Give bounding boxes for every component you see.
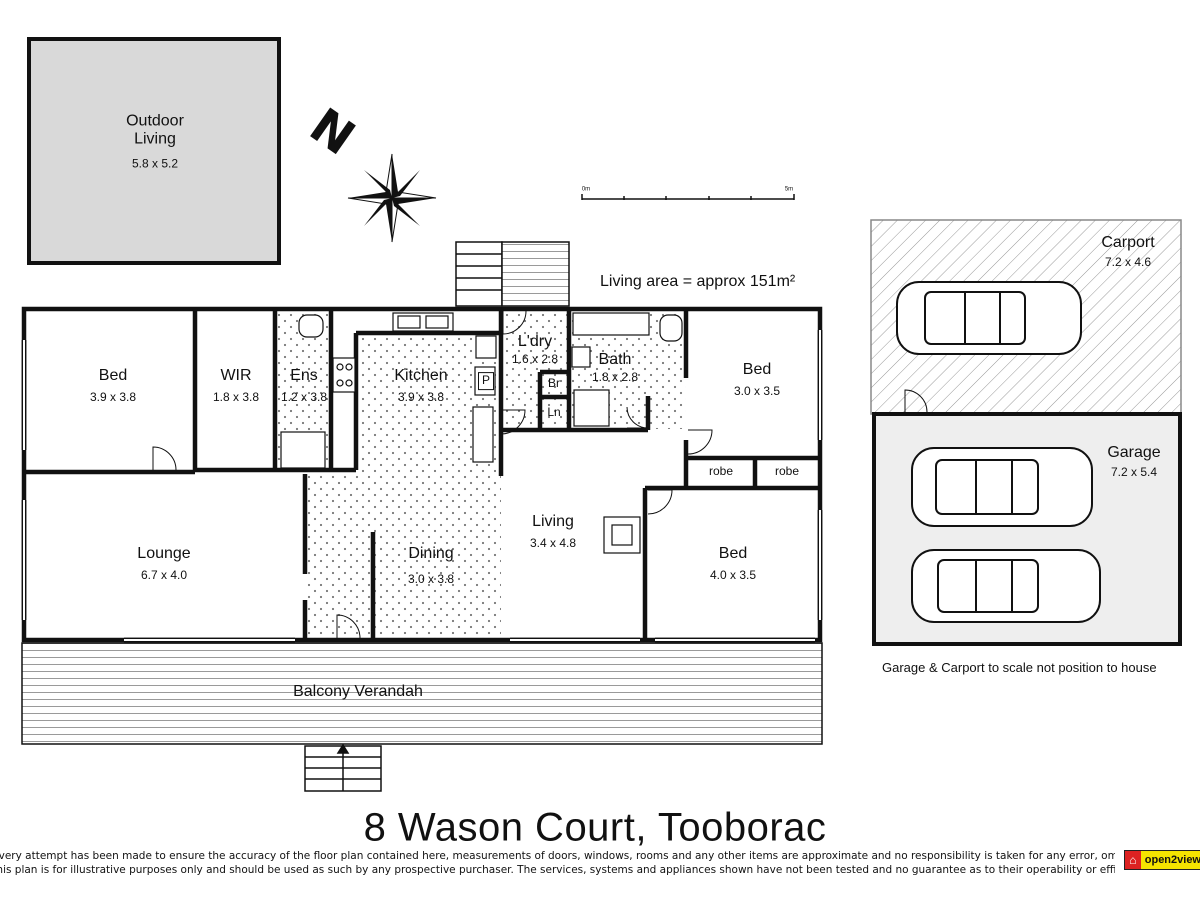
garage-size: 7.2 x 5.4 [1110,465,1158,480]
bed3-size: 4.0 x 3.5 [709,568,757,583]
carport-size: 7.2 x 4.6 [1104,255,1152,270]
outdoor-living-size: 5.8 x 5.2 [131,156,179,171]
scale-bar [581,194,795,200]
robe1-label: robe [708,464,734,479]
living-area-text: Living area = approx 151m² [600,273,796,290]
car-icon [911,447,1093,527]
robe2-label: robe [774,464,800,479]
ensuite-size: 1.2 x 3.8 [280,390,328,405]
house-icon: ⌂ [1125,851,1141,869]
dining-label: Dining 3.0 x 3.8 [408,545,454,587]
disclaimer: Every attempt has been made to ensure th… [0,849,1115,877]
kitchen-size: 3.9 x 3.8 [397,390,445,405]
front-stairs [304,743,382,792]
pantry-label: P [477,372,495,390]
car-icon [911,549,1101,623]
lounge-name: Lounge [137,544,191,562]
car-icon [896,281,1082,355]
outdoor-living-name: Outdoor Living [126,112,184,149]
garage-name: Garage [1107,443,1161,461]
disclaimer-line-1: Every attempt has been made to ensure th… [0,850,1115,862]
carport-name: Carport [1101,233,1155,251]
bath-label: Bath 1.8 x 2.8 [592,351,638,385]
lounge-size: 6.7 x 4.0 [140,568,188,583]
living-name: Living [532,512,574,530]
door-swings [152,310,713,639]
carport-label: Carport 7.2 x 4.6 [1101,234,1154,270]
compass-icon [347,153,437,243]
living-label: Living 3.4 x 4.8 [530,513,576,551]
garage-note: Garage & Carport to scale not position t… [882,660,1157,675]
bed3-name: Bed [718,544,748,562]
outdoor-living-label: Outdoor Living 5.8 x 5.2 [126,113,184,172]
scale-start-label: 0m [581,186,591,193]
scale-end-label: 5m [784,186,794,193]
bed2-name: Bed [742,360,772,378]
dining-size: 3.0 x 3.8 [407,572,455,587]
verandah-label: Balcony Verandah [293,682,423,700]
laundry-label: L'dry 1.6 x 2.8 [512,333,558,367]
windows [23,330,821,641]
logo-text: open2view [1144,854,1200,866]
ensuite-name: Ens [290,366,318,384]
kitchen-label: Kitchen 3.9 x 3.8 [394,367,447,405]
wir-name: WIR [220,366,252,384]
wir-label: WIR 1.8 x 3.8 [213,367,259,405]
lounge-label: Lounge 6.7 x 4.0 [137,545,190,583]
wir-size: 1.8 x 3.8 [212,390,260,405]
linen-label: Ln [547,405,561,420]
house-walls [21,306,823,643]
ensuite-label: Ens 1.2 x 3.8 [281,367,327,405]
property-title: 8 Wason Court, Tooborac [363,805,827,850]
open2view-logo[interactable]: ⌂ open2view [1124,850,1200,870]
rear-stairs [455,241,570,307]
balcony-verandah-deck [21,642,823,745]
window-frames [21,330,823,643]
laundry-name: L'dry [517,332,553,350]
laundry-size: 1.6 x 2.8 [511,352,559,367]
bed2-label: Bed 3.0 x 3.5 [734,361,780,399]
dining-name: Dining [408,544,454,562]
bath-name: Bath [598,350,632,368]
bed3-label: Bed 4.0 x 3.5 [710,545,756,583]
dining-floor [307,473,501,638]
disclaimer-line-2: This plan is for illustrative purposes o… [0,864,1115,876]
kitchen-name: Kitchen [394,366,448,384]
broom-label: Br [548,376,560,391]
bed1-label: Bed 3.9 x 3.8 [90,367,136,405]
bed2-size: 3.0 x 3.5 [733,384,781,399]
bed1-size: 3.9 x 3.8 [89,390,137,405]
garage-label: Garage 7.2 x 5.4 [1107,444,1160,480]
bath-size: 1.8 x 2.8 [591,370,639,385]
living-size: 3.4 x 4.8 [529,536,577,551]
outdoor-living-area [27,37,281,265]
bed1-name: Bed [98,366,128,384]
